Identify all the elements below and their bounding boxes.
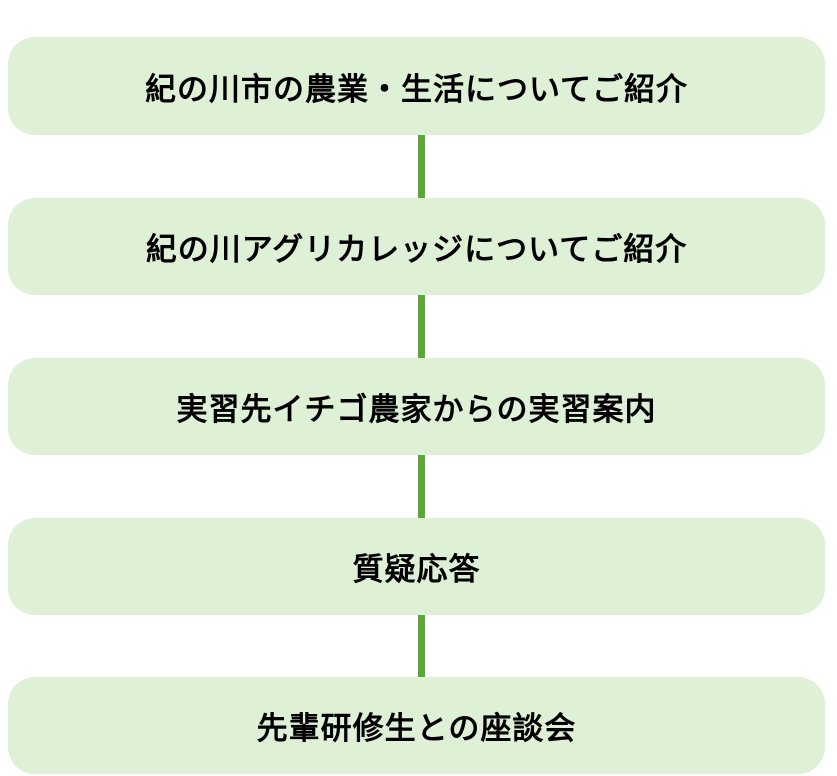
- flow-step-5: 先輩研修生との座談会: [8, 677, 825, 774]
- flow-connector-4-5: [418, 615, 425, 677]
- flow-step-4: 質疑応答: [8, 518, 825, 615]
- flow-connector-3-4: [418, 455, 425, 518]
- flow-step-2-label: 紀の川アグリカレッジについてご紹介: [145, 232, 688, 268]
- flow-step-3: 実習先イチゴ農家からの実習案内: [8, 358, 825, 455]
- flow-step-5-label: 先輩研修生との座談会: [256, 711, 577, 747]
- flow-step-3-label: 実習先イチゴ農家からの実習案内: [176, 392, 657, 428]
- flow-connector-1-2: [418, 135, 425, 198]
- flow-step-1: 紀の川市の農業・生活についてご紹介: [8, 37, 825, 135]
- flow-step-2: 紀の川アグリカレッジについてご紹介: [8, 198, 825, 295]
- flow-connector-2-3: [418, 295, 425, 358]
- flow-step-1-label: 紀の川市の農業・生活についてご紹介: [144, 71, 689, 108]
- flow-step-4-label: 質疑応答: [352, 552, 481, 588]
